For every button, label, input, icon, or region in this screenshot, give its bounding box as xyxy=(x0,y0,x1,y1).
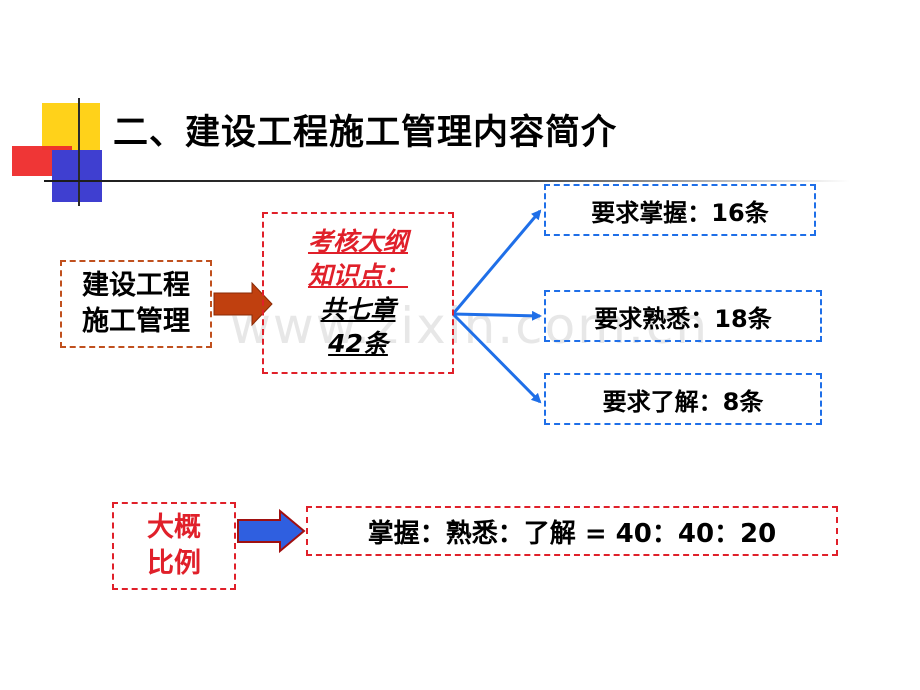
ratio-text: 掌握：熟悉：了解 = 40：40：20 xyxy=(367,518,777,549)
syllabus-line-4: 42条 xyxy=(328,329,388,358)
title-underline-rule xyxy=(44,180,850,182)
requirement-master-box: 要求掌握：16条 xyxy=(544,184,816,236)
arrow-to-master xyxy=(451,209,542,315)
arrow-to-understand xyxy=(451,312,542,404)
approx-ratio-box: 大概 比例 xyxy=(112,502,236,590)
requirement-master-label: 要求掌握：16条 xyxy=(591,198,769,227)
syllabus-line-3: 共七章 xyxy=(320,295,396,324)
syllabus-line-2: 知识点： xyxy=(307,261,408,290)
source-box: 建设工程 施工管理 xyxy=(60,260,212,348)
source-line-2: 施工管理 xyxy=(82,306,190,337)
blue-square-ornament xyxy=(52,150,102,202)
syllabus-box: 考核大纲 知识点： 共七章 42条 xyxy=(262,212,454,374)
slide-title: 二、建设工程施工管理内容简介 xyxy=(113,113,618,153)
requirement-understand-box: 要求了解：8条 xyxy=(544,373,822,425)
vertical-rule xyxy=(78,98,80,206)
watermark-text: www.zixin.com.cn xyxy=(230,297,710,355)
requirement-understand-label: 要求了解：8条 xyxy=(602,387,764,416)
source-line-1: 建设工程 xyxy=(82,270,190,301)
requirement-familiar-label: 要求熟悉：18条 xyxy=(594,304,772,333)
ratio-box: 掌握：熟悉：了解 = 40：40：20 xyxy=(306,506,838,556)
blue-arrow xyxy=(237,508,306,554)
requirement-familiar-box: 要求熟悉：18条 xyxy=(544,290,822,342)
yellow-square-ornament xyxy=(42,103,100,150)
arrow-to-familiar xyxy=(452,310,542,321)
approx-line-1: 大概 xyxy=(147,512,201,543)
syllabus-line-1: 考核大纲 xyxy=(307,227,408,256)
approx-line-2: 比例 xyxy=(147,548,201,579)
